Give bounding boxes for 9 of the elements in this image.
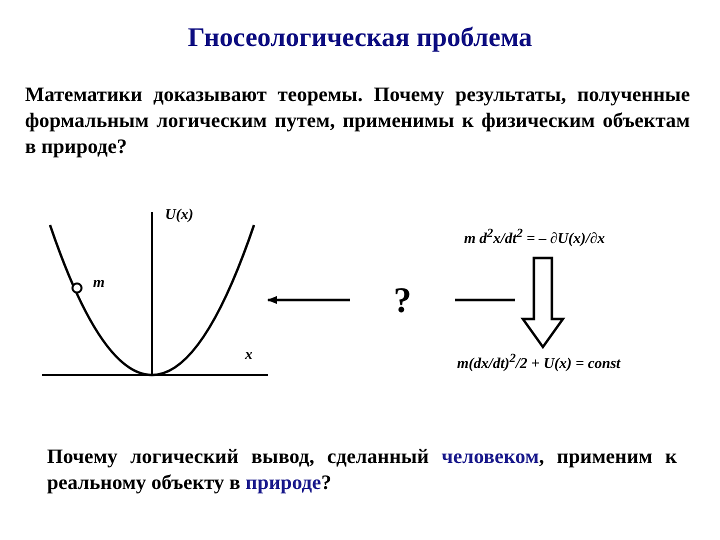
- hollow-arrow: [520, 256, 566, 350]
- mass-label: m: [93, 275, 105, 292]
- axis-label: U(x): [165, 207, 194, 224]
- formula: m(dx/dt)$^{2}$/2 + U(x) = const: [457, 351, 620, 373]
- paragraph: Математики доказывают теоремы. Почему результаты, полученные формальным логическим путем, применимы к физическим объектам в природе?: [25, 83, 690, 160]
- formula: m d$^{2}$x/dt$^{2}$ = – ∂U(x)/∂x: [464, 226, 605, 248]
- axis-label: x: [245, 347, 252, 364]
- slide-title: Гносеологическая проблема: [186, 22, 534, 53]
- paragraph: Почему логический вывод, сделанный человеком, применим к реальному объекту в природе?: [47, 445, 677, 496]
